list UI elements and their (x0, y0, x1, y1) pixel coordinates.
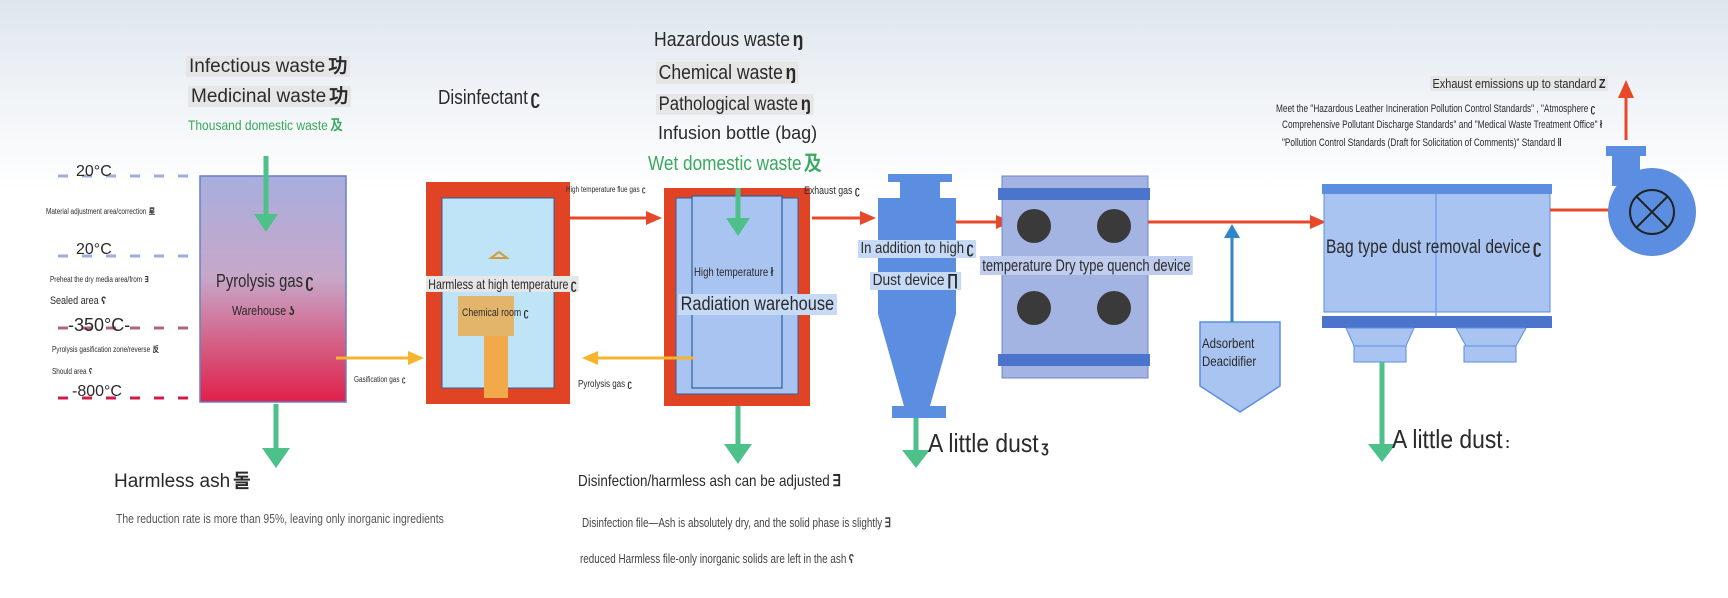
label-infusion-bottle: Infusion bottle (bag) (658, 123, 818, 143)
temp-1: 20°C (76, 163, 112, 180)
red-arrow-to-bag-filter (1148, 215, 1326, 229)
yellow-arrow-gasification (336, 351, 424, 365)
disinfection-ash-line2: reduced Harmless file-only inorganic sol… (580, 551, 855, 566)
exhaust-std-1: Meet the "Hazardous Leather Incineration… (1276, 103, 1596, 115)
red-arrow-up-exhaust (1618, 80, 1634, 140)
exhaust-std-2: Comprehensive Pollutant Discharge Standa… (1282, 119, 1603, 131)
pyrolysis-furnace (199, 175, 347, 403)
radiation-warehouse-label: Radiation warehouse (678, 294, 837, 315)
red-arrow-flue-gas (570, 211, 662, 225)
red-arrow-exhaust (812, 211, 876, 225)
blue-arrow-adsorbent (1224, 224, 1240, 322)
temp-4: -800°C (72, 383, 122, 400)
temp-2: 20°C (76, 241, 112, 258)
quench-device (998, 175, 1150, 379)
quench-label: temperature Dry type quench device (980, 256, 1193, 275)
bag-dust-removal-device (1322, 184, 1552, 363)
cyclone-dust-device (878, 174, 956, 418)
green-arrow-kiln-out (724, 406, 752, 464)
bag-little-dust: A little dust: (1392, 424, 1510, 454)
harmless-ash-desc: The reduction rate is more than 95%, lea… (116, 511, 444, 526)
exhaust-fan (1606, 146, 1696, 256)
chemical-room (458, 296, 514, 336)
deacidifier-label: Deacidifier (1202, 353, 1257, 369)
temp-3: -350°C- (68, 315, 131, 335)
disinfection-ash-title: Disinfection/harmless ash can be adjuste… (578, 473, 841, 490)
green-arrow-furnace-in (254, 156, 278, 232)
green-arrow-ash-out (262, 404, 290, 468)
cyclone-label-2: Dust device∏ (870, 272, 961, 290)
disinfection-ash-line1: Disinfection file—Ash is absolutely dry,… (582, 515, 891, 530)
adsorbent-label: Adsorbent (1202, 335, 1255, 351)
green-arrow-cyclone-out (902, 418, 930, 468)
yellow-arrow-pyrolysis-gas (582, 351, 694, 365)
chemical-room-stem (484, 336, 508, 398)
caret-icon (488, 250, 510, 259)
exhaust-std-3: "Pollution Control Standards (Draft for … (1282, 137, 1562, 149)
adsorbent-hopper (1199, 321, 1281, 413)
zone-preheat: Preheat the dry media area/from∃ (50, 275, 149, 284)
green-arrow-kiln-in (726, 188, 750, 236)
green-arrow-bag-out (1368, 362, 1396, 462)
